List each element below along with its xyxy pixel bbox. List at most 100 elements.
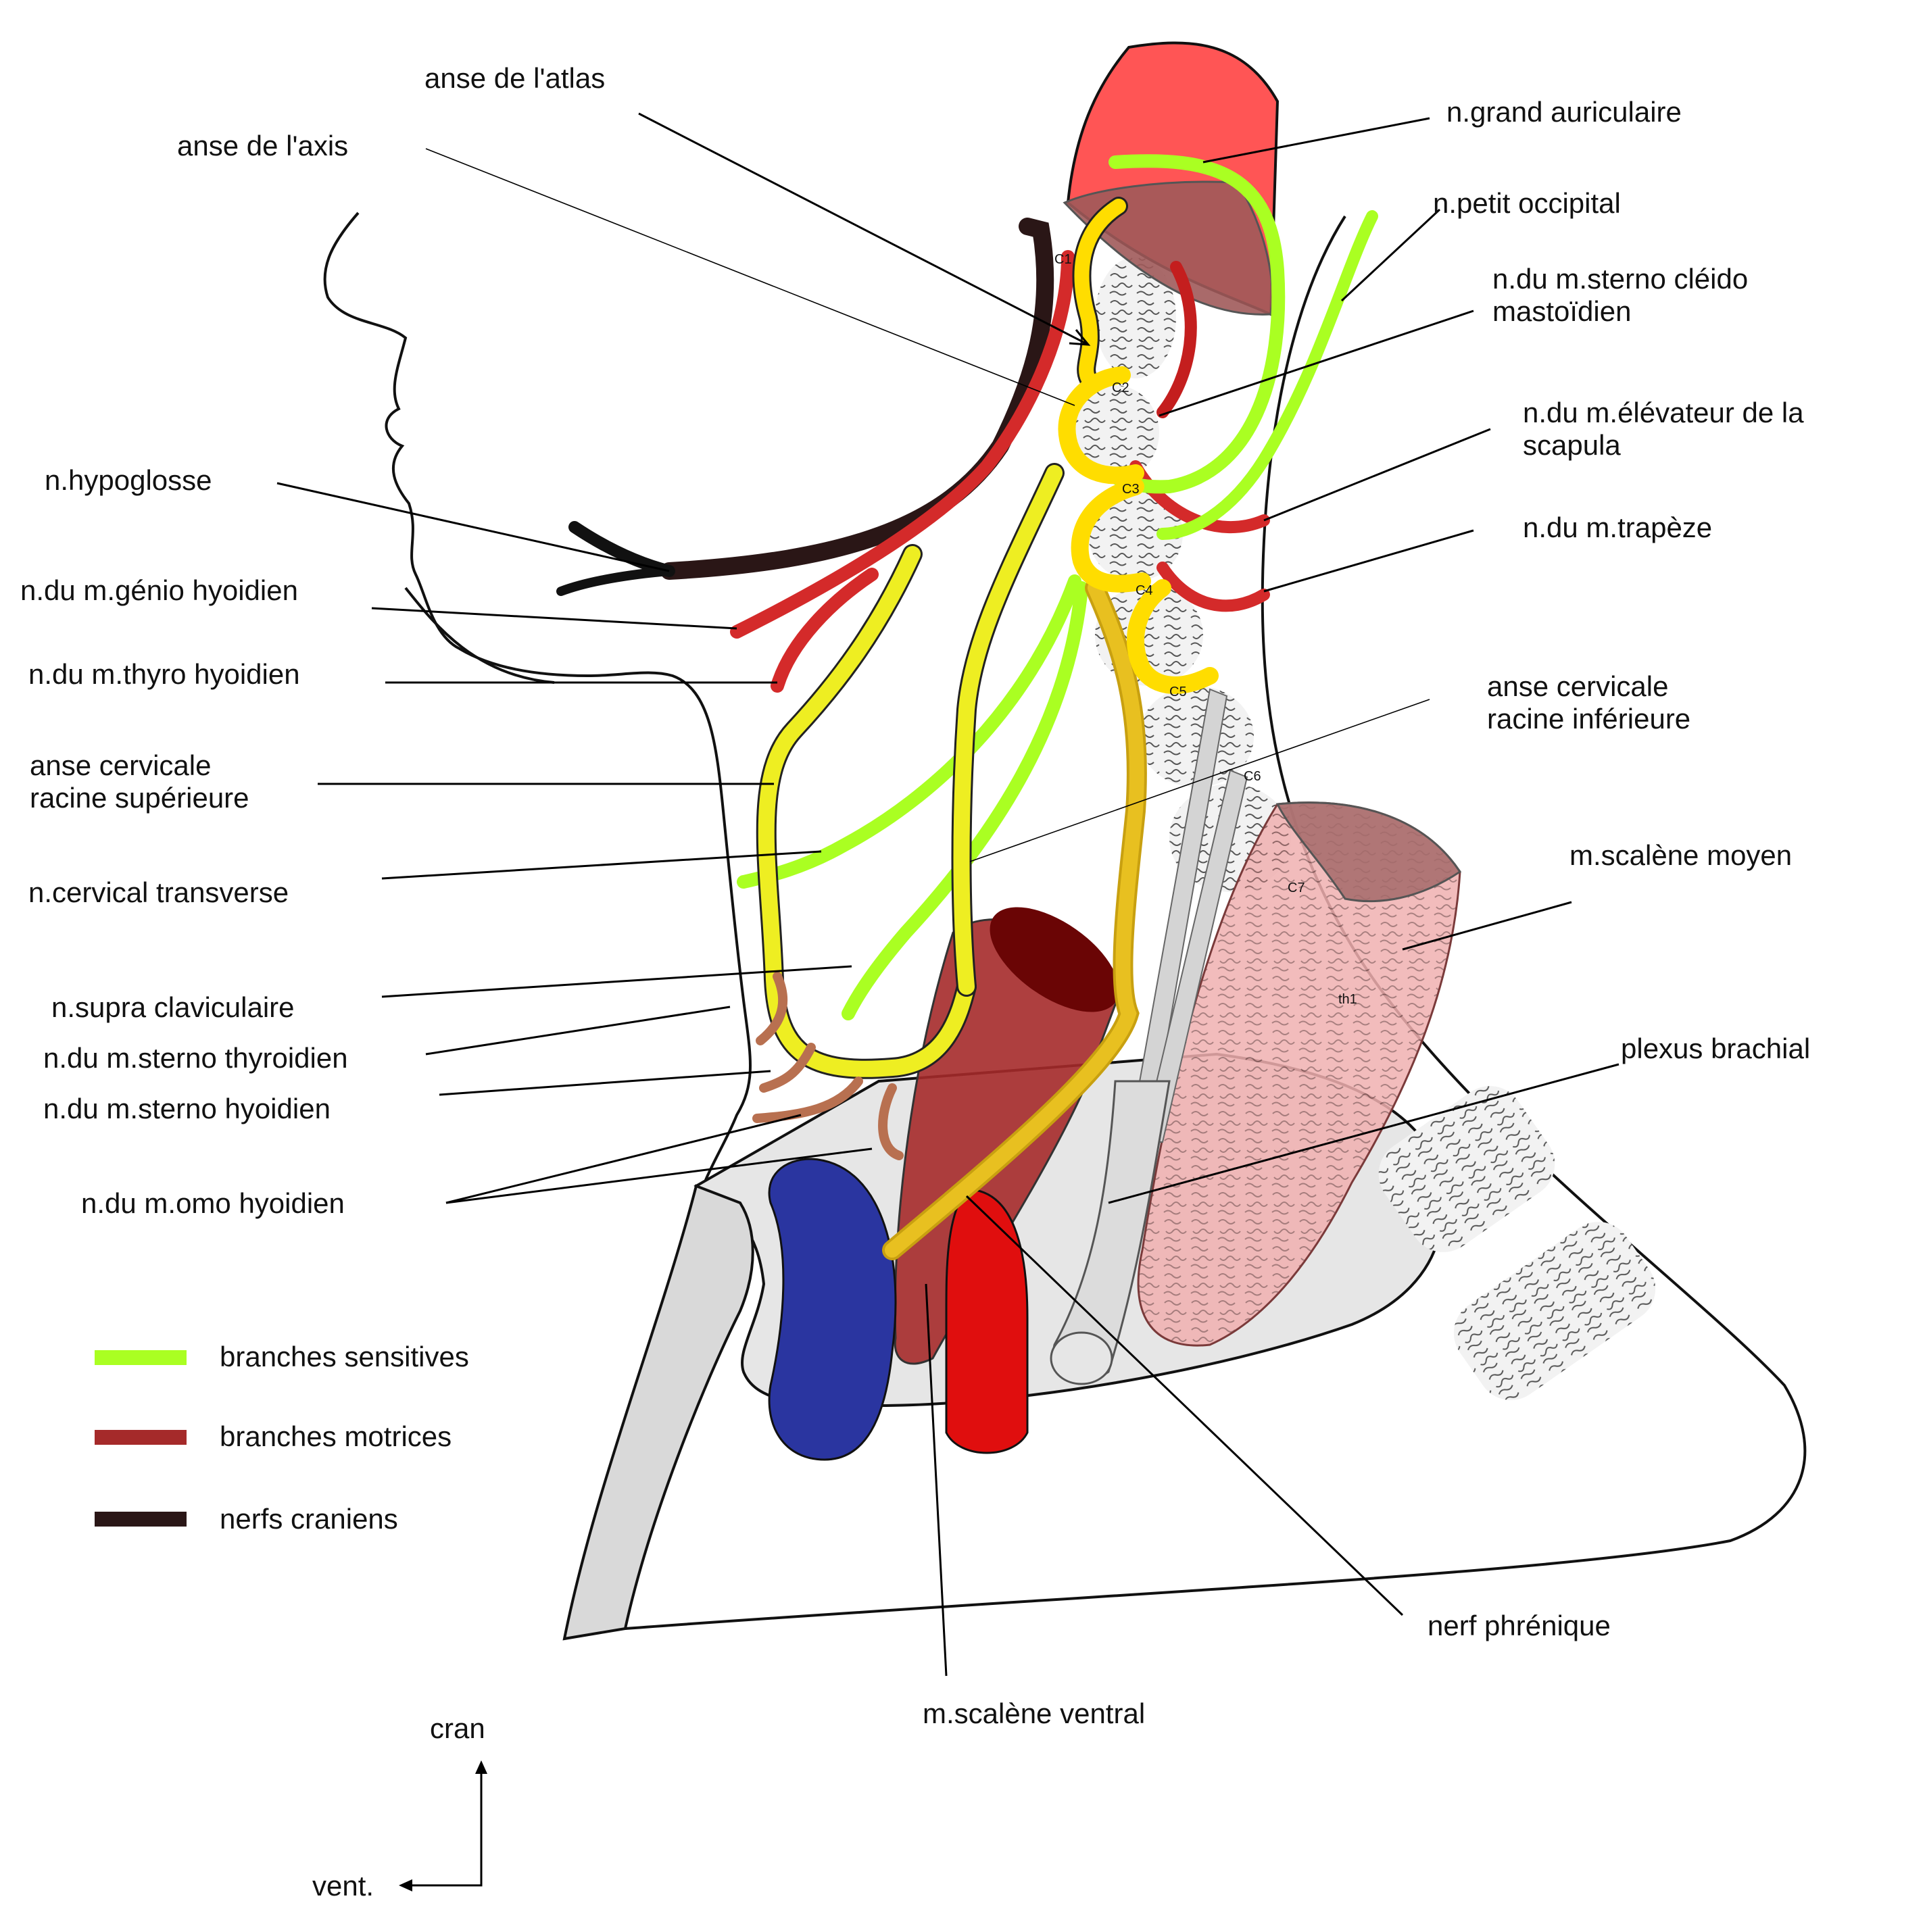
label-anse-cervicale-sup-line1: anse cervicale: [30, 749, 211, 781]
label-n-supra-claviculaire: n.supra claviculaire: [51, 991, 295, 1023]
pointer-omo-hyoid-1: [445, 1114, 802, 1204]
label-n-elevateur-line1: n.du m.élévateur de la: [1523, 397, 1804, 428]
label-anse-cervicale-inf-line2: racine inférieure: [1487, 703, 1690, 735]
vertebra-label-th1: th1: [1338, 992, 1357, 1007]
plexus-loop-c1-fill: [1074, 199, 1126, 386]
label-n-sterno-thyroidien: n.du m.sterno thyroidien: [43, 1042, 348, 1074]
hypoglossal-nerve: [660, 218, 1054, 580]
label-n-thyro-hyoidien: n.du m.thyro hyoidien: [28, 658, 300, 690]
label-n-omo-hyoidien: n.du m.omo hyoidien: [81, 1187, 345, 1219]
posterior-neck-outline: [625, 215, 1807, 1630]
legend-item-cranial: nerfs craniens: [95, 1503, 398, 1535]
pointer-petit-occipital: [1340, 208, 1441, 302]
vertebra-label-c6: C6: [1244, 769, 1261, 784]
orientation-indicator: cran vent.: [312, 1712, 487, 1902]
subclavian-cut: [1050, 1331, 1113, 1385]
legend: branches sensitives branches motrices ne…: [95, 1341, 469, 1535]
label-n-scm-line2: mastoïdien: [1492, 295, 1631, 327]
pointer-hypoglosse: [276, 482, 670, 572]
branch-sterno-hyoid: [759, 1043, 816, 1093]
label-anse-cervicale-inf-line1: anse cervicale: [1487, 670, 1668, 702]
nerves: [556, 154, 1378, 1260]
internal-jugular-vein: [768, 1158, 897, 1461]
legend-label-cranial: nerfs craniens: [220, 1503, 398, 1535]
sensory-great-auricular: [1102, 154, 1286, 494]
pointer-sterno-hyoid: [439, 1070, 771, 1096]
vertebra-label-c3: C3: [1122, 482, 1140, 497]
ansa-cervicalis-inferior-root-fill: [953, 465, 1063, 995]
scalene-middle-top: [1275, 801, 1462, 903]
branch-omo-hyoid-1: [752, 1076, 863, 1123]
vertebra-label-c4: C4: [1136, 583, 1153, 598]
label-n-petit-occipital: n.petit occipital: [1433, 187, 1621, 219]
label-n-trapeze: n.du m.trapèze: [1523, 512, 1712, 543]
legend-label-sensory: branches sensitives: [220, 1341, 469, 1372]
legend-item-sensory: branches sensitives: [95, 1341, 469, 1372]
label-m-scalene-moyen: m.scalène moyen: [1569, 839, 1792, 871]
vertebra-c5-body: [1139, 686, 1254, 787]
sternal-part: [562, 1184, 754, 1641]
label-nerf-phrenique: nerf phrénique: [1428, 1610, 1611, 1641]
vertebra-c2-body: [1071, 385, 1159, 480]
label-n-cervical-transverse: n.cervical transverse: [28, 876, 289, 908]
pointer-lines: [276, 112, 1619, 1677]
pointer-anse-inf: [969, 699, 1430, 862]
pointer-nerf-phrenique: [965, 1195, 1404, 1616]
legend-item-motor: branches motrices: [95, 1420, 452, 1452]
legend-swatch-motor: [95, 1430, 187, 1445]
jaw-line: [404, 587, 555, 684]
label-n-sterno-hyoidien: n.du m.sterno hyoidien: [43, 1093, 331, 1124]
hypoglossal-fork-lower: [556, 566, 674, 596]
vertebra-label-c7: C7: [1288, 881, 1305, 895]
label-n-hypoglosse: n.hypoglosse: [45, 464, 212, 496]
vertebra-label-c2: C2: [1112, 380, 1129, 395]
label-anse-cervicale-sup-line2: racine supérieure: [30, 782, 249, 814]
face-profile-outline: [323, 212, 752, 1210]
pointer-elevateur: [1263, 428, 1491, 522]
phrenic-nerve-fill: [885, 580, 1144, 1258]
label-plexus-brachial: plexus brachial: [1621, 1033, 1810, 1064]
label-m-scalene-ventral: m.scalène ventral: [923, 1698, 1145, 1729]
branch-sterno-thyroid: [756, 972, 788, 1045]
sensory-lesser-occipital: [1156, 210, 1378, 540]
pointer-genio: [371, 607, 737, 630]
pointer-plexus-brachial: [1108, 1063, 1619, 1204]
vertebra-label-c5: C5: [1169, 685, 1187, 699]
orientation-axis: [402, 1764, 483, 1887]
motor-branch-thyro: [771, 568, 879, 693]
brachial-plexus-root-2: [1141, 769, 1248, 1143]
pointer-grand-auriculaire: [1202, 117, 1430, 164]
pointer-supraclavicular: [381, 965, 852, 998]
vertebra-labels: C1 C2 C3 C4 C5 C6 C7 th1: [1054, 252, 1357, 1007]
vertebra-label-c1: C1: [1054, 252, 1072, 267]
hypoglossal-fork-upper: [568, 521, 675, 577]
label-n-scm-line1: n.du m.sterno cléido: [1492, 263, 1748, 295]
ansa-cervicalis-superior-root-fill: [758, 546, 975, 1077]
pointer-scm: [1159, 309, 1474, 417]
label-n-genio-hyoidien: n.du m.génio hyoidien: [20, 574, 298, 606]
labels: anse de l'atlas anse de l'axis n.hypoglo…: [20, 62, 1810, 1729]
common-carotid-artery: [945, 1188, 1029, 1454]
pointer-anse-axis: [425, 148, 1075, 406]
label-n-elevateur-line2: scapula: [1523, 429, 1621, 461]
legend-swatch-sensory: [95, 1350, 187, 1365]
legend-label-motor: branches motrices: [220, 1420, 452, 1452]
arrow-up-icon: [475, 1760, 487, 1774]
pointer-scalene-moyen: [1402, 901, 1572, 951]
label-anse-axis: anse de l'axis: [177, 130, 348, 162]
motor-branch-scm: [1156, 261, 1197, 418]
label-n-grand-auriculaire: n.grand auriculaire: [1446, 96, 1682, 128]
orientation-label-up: cran: [430, 1712, 485, 1744]
plexus-loop-c2: [1058, 366, 1144, 485]
plexus-loop-c3: [1071, 478, 1151, 593]
pointer-sterno-thyroid: [425, 1006, 731, 1056]
orientation-label-left: vent.: [312, 1870, 374, 1902]
scalene-ventral-top: [990, 907, 1119, 1012]
vertebra-t2-body: [1453, 1222, 1656, 1400]
pointer-trapeze: [1263, 529, 1474, 593]
pointer-anse-atlas: [638, 112, 1091, 346]
branch-omo-hyoid-2: [878, 1083, 904, 1160]
pointer-scalene-ventral: [925, 1283, 948, 1677]
pointer-omo-hyoid-2: [445, 1147, 873, 1204]
